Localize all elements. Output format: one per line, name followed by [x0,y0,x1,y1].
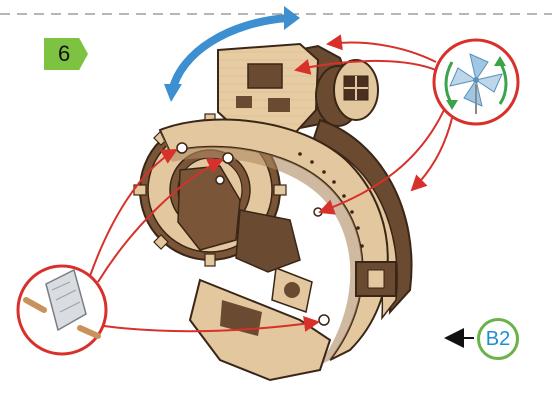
step-number-badge: 6 [44,38,88,70]
pinwheel-spin-icon [434,40,518,124]
step-number: 6 [58,41,70,67]
part-reference-label: B2 [486,328,510,351]
part-reference-b2: B2 [477,318,519,360]
wax-lubricant-icon [18,266,106,354]
